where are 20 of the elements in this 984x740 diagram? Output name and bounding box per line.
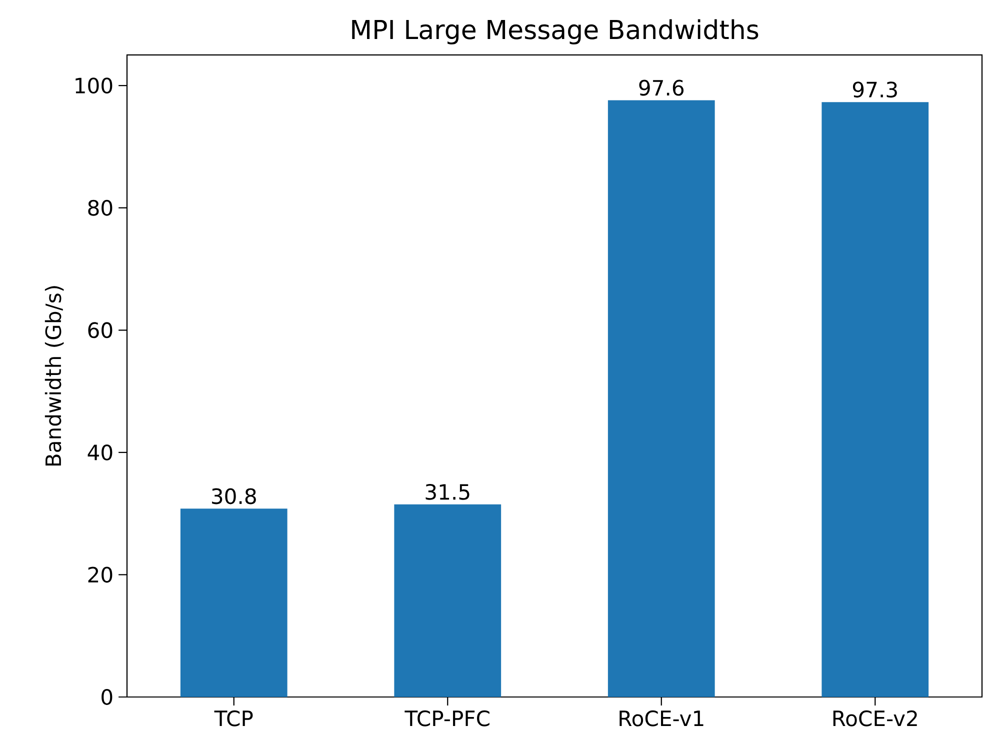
y-tick-label: 60 xyxy=(88,322,112,338)
bar xyxy=(394,504,502,697)
x-tick-label: TCP xyxy=(214,710,253,726)
bar xyxy=(608,100,715,697)
bar xyxy=(180,508,288,697)
y-tick-label: 0 xyxy=(102,689,112,705)
data-label: 30.8 xyxy=(212,488,256,504)
data-label: 97.6 xyxy=(639,80,684,96)
y-tick-label: 80 xyxy=(88,200,112,216)
y-tick-label: 100 xyxy=(76,78,112,94)
x-tick-label: RoCE-v1 xyxy=(620,710,704,726)
data-label: 97.3 xyxy=(852,82,897,98)
x-tick-label: TCP-PFC xyxy=(404,710,490,726)
chart-title: MPI Large Message Bandwidths xyxy=(352,19,758,44)
data-label: 31.5 xyxy=(426,484,470,500)
y-tick-label: 20 xyxy=(88,566,112,583)
x-tick-label: RoCE-v2 xyxy=(833,710,917,726)
y-tick-label: 40 xyxy=(88,444,112,460)
y-axis-title: Bandwidth (Gb/s) xyxy=(44,286,64,466)
bar xyxy=(822,102,929,697)
